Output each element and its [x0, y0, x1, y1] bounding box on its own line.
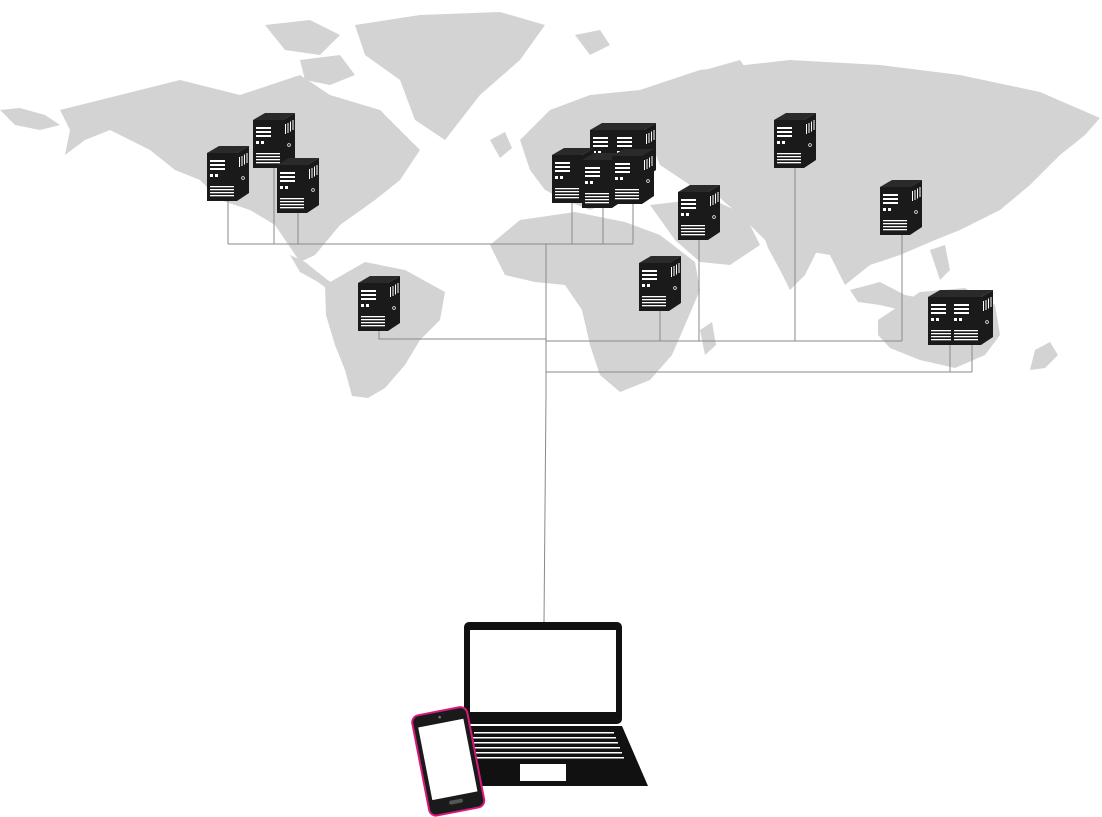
laptop-icon — [438, 622, 648, 786]
server-tower-icon — [357, 275, 401, 332]
server-tower-icon — [879, 179, 923, 236]
network-connections — [227, 160, 973, 623]
europe-link — [546, 195, 634, 245]
server-tower-icon — [276, 157, 320, 214]
north-america-link — [227, 160, 546, 245]
touchpad — [520, 764, 566, 781]
server-tower-icon — [950, 289, 994, 346]
asia-africa-link — [546, 160, 903, 342]
server-tower-icon — [677, 184, 721, 241]
server-tower-icon — [638, 255, 682, 312]
australia-link — [546, 340, 973, 373]
client-link — [543, 394, 547, 623]
server-tower-icon — [611, 148, 655, 205]
smartphone-icon — [411, 706, 486, 817]
server-tower-icon — [773, 112, 817, 169]
server-tower-icon — [206, 145, 250, 202]
keyboard — [464, 732, 624, 759]
